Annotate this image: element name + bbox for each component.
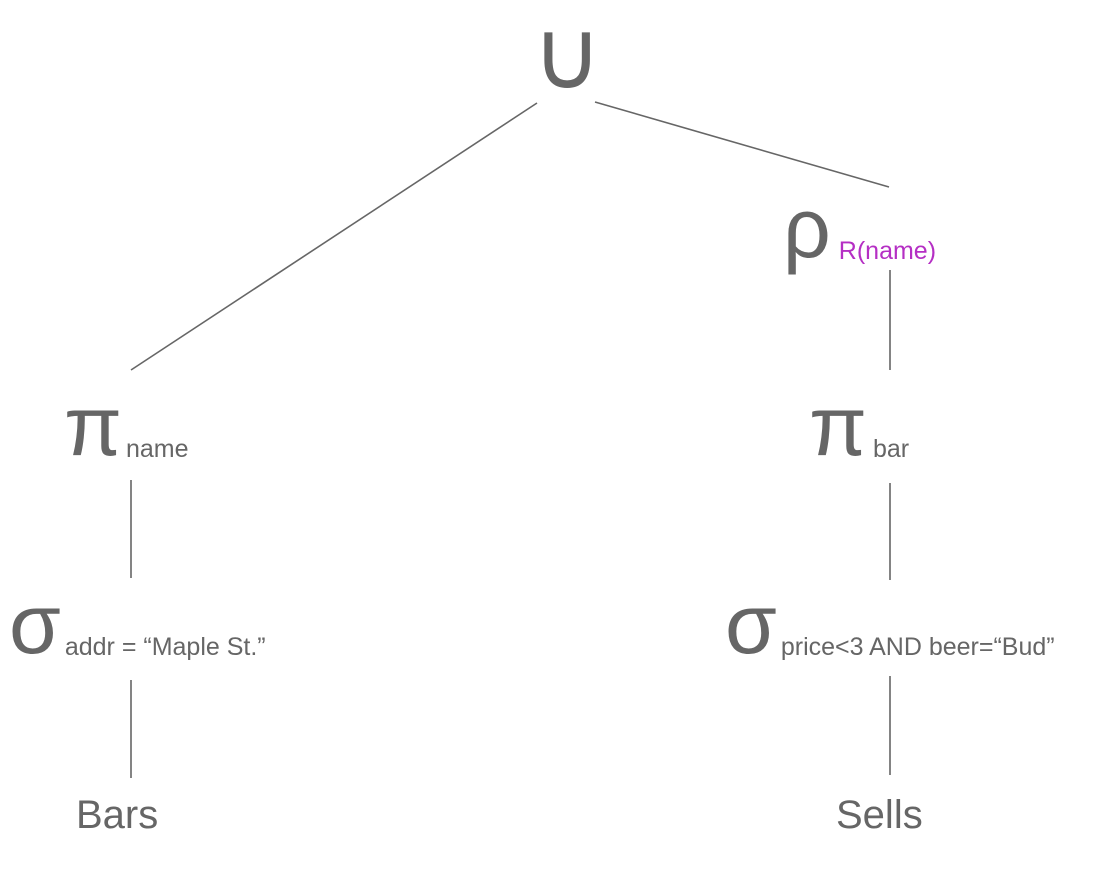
right-project-subscript: bar [872, 435, 910, 463]
rename-symbol: ρ [783, 181, 831, 275]
right-select-symbol: σ [725, 577, 777, 671]
edge-union-to-left-project [130, 102, 538, 371]
left-project-symbol: π [64, 379, 122, 473]
left-select-subscript: addr = “Maple St.” [64, 633, 266, 661]
left-select-symbol: σ [9, 577, 61, 671]
union-node: ∪ [532, 8, 602, 104]
right-select-subscript: price<3 AND beer=“Bud” [780, 633, 1055, 661]
rename-subscript: R(name) [838, 237, 937, 265]
edge-union-to-rename [594, 101, 890, 188]
relation-bars: Bars [76, 793, 159, 837]
right-project-symbol: π [809, 379, 867, 473]
relation-sells: Sells [836, 793, 923, 837]
left-project-subscript: name [125, 435, 189, 463]
union-symbol: ∪ [532, 2, 603, 109]
